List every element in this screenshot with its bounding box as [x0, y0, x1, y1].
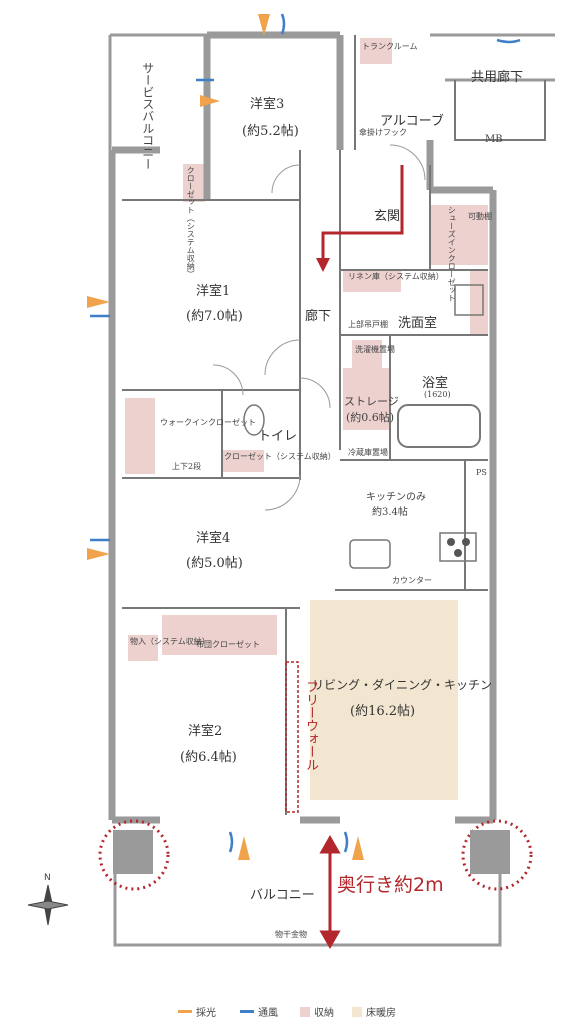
room-yoshitsu2-size: (約6.4帖) [180, 750, 237, 765]
ventilation-arrows [90, 13, 521, 853]
legend-swatch-wind [240, 1010, 254, 1013]
room-storage-size: (約0.6帖) [346, 411, 395, 424]
room-ldk-name: リビング・ダイニング・キッチン [312, 678, 493, 692]
room-storage-name: ストレージ [344, 395, 399, 408]
legend-label-light: 採光 [196, 1008, 216, 1019]
walkin-closet-label: ウォークインクローゼット [160, 418, 256, 427]
bathtub-icon [397, 404, 481, 448]
washer-label: 洗濯機置場 [355, 345, 395, 354]
legend-item-light: 採光 [178, 1004, 216, 1019]
balcony-pillar-right [470, 830, 510, 874]
balcony-pillar-left [113, 830, 153, 874]
depth-label: 奥行き約2m [337, 874, 444, 896]
washroom-label: 洗面室 [398, 316, 438, 331]
genkan-label: 玄関 [374, 209, 401, 224]
interior-walls [122, 35, 546, 815]
legend-label-floor-heating: 床暖房 [366, 1008, 396, 1019]
upper-two-tier-label: 上下2段 [172, 462, 202, 471]
kitchen-sink-icon [349, 539, 391, 569]
free-wall-label: フリーウォール [302, 680, 318, 771]
outer-walls [108, 31, 497, 824]
room-ldk-size: (約16.2帖) [350, 704, 416, 719]
room-yoshitsu4-name: 洋室4 [196, 531, 231, 546]
stove-icon [439, 532, 477, 562]
alcove-label: アルコーブ [380, 114, 444, 129]
washbasin-icon [454, 284, 484, 316]
toilet-icon [243, 404, 265, 436]
storage-areas [125, 38, 488, 661]
room-yoshitsu1-size: (約7.0帖) [186, 309, 243, 324]
shoes-closet-label: シューズインクローゼット [447, 206, 457, 302]
legend-label-wind: 通風 [258, 1008, 278, 1019]
counter-label: カウンター [392, 576, 432, 585]
monoire-label: 物入（システム収納） [130, 637, 210, 646]
legend-swatch-light [178, 1010, 192, 1013]
hallway-label: 廊下 [305, 309, 332, 324]
door-swings [212, 144, 426, 511]
corner-highlight-left [98, 819, 170, 891]
fridge-label: 冷蔵庫置場 [348, 448, 388, 457]
legend-item-wind: 通風 [240, 1004, 278, 1019]
balcony-label: バルコニー [250, 888, 315, 903]
mb-label: MB [485, 134, 503, 145]
depth-arrow-icon [319, 834, 341, 950]
compass-icon: N [27, 873, 69, 926]
room-yoshitsu2-name: 洋室2 [188, 724, 223, 739]
daylight-arrows [87, 14, 364, 860]
room-bath-name: 浴室 [422, 376, 449, 391]
service-balcony-label: サービスバルコニー [140, 62, 155, 170]
room-kitchen-name: キッチンのみ [366, 492, 426, 503]
room-yoshitsu1-name: 洋室1 [196, 284, 231, 299]
upper-cabinet-label: 上部吊戸棚 [348, 320, 388, 329]
legend-item-floor-heating: 床暖房 [352, 1004, 396, 1019]
balcony-outline [108, 33, 555, 947]
ps-label: PS [476, 468, 487, 477]
legend-item-storage: 収納 [300, 1004, 334, 1019]
legend-swatch-storage [300, 1006, 310, 1017]
floor-heating-area [310, 600, 458, 800]
room-kitchen-size: 約3.4帖 [372, 507, 408, 518]
futon-closet-label: 布団クローゼット [196, 640, 260, 649]
umbrella-hook-label: 傘掛けフック [359, 128, 407, 137]
room-yoshitsu3-size: (約5.2帖) [242, 124, 299, 139]
legend-swatch-floor-heating [352, 1006, 362, 1017]
movable-shelf-label: 可動棚 [468, 212, 492, 221]
common-corridor-label: 共用廊下 [471, 70, 524, 85]
closet-system-label: クローゼット（システム収納） [224, 452, 336, 461]
svg-text:N: N [44, 873, 51, 883]
entrance-arrow-icon [321, 165, 404, 262]
closet3-label: クローゼット（システム収納） [186, 166, 196, 278]
linen-label: リネン庫（システム収納） [348, 272, 444, 281]
room-bath-size: (1620) [424, 390, 451, 399]
room-yoshitsu3-name: 洋室3 [250, 97, 285, 112]
arrow-head-icon [316, 258, 330, 272]
toilet-label: トイレ [258, 429, 298, 444]
room-yoshitsu4-size: (約5.0帖) [186, 556, 243, 571]
free-wall-outline [285, 661, 299, 813]
legend-label-storage: 収納 [314, 1008, 334, 1019]
laundry-rail-label: 物干金物 [275, 930, 307, 939]
corner-highlight-right [461, 819, 533, 891]
trunk-room-label: トランクルーム [362, 42, 418, 51]
